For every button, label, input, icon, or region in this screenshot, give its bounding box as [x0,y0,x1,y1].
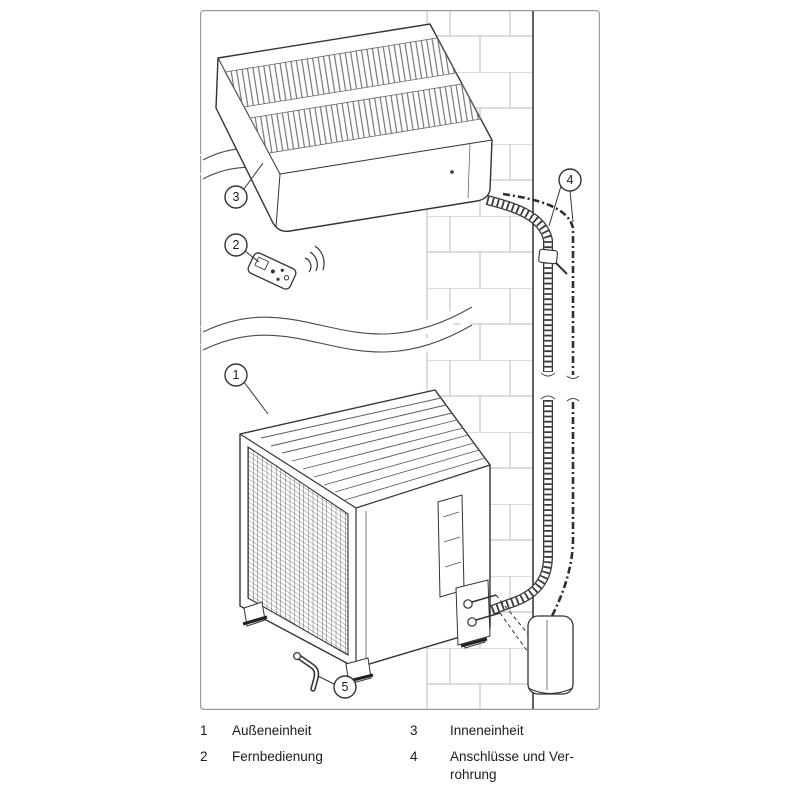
callout-1: 1 [224,363,269,415]
callout-1-number: 1 [233,368,240,382]
legend-item-1-number: 1 [200,723,208,738]
callout-3-marker [224,185,248,209]
legend-item-2-number: 2 [200,749,208,765]
callout-4-marker [558,168,582,192]
service-valves [455,579,529,653]
installation-diagram: 1 2 3 4 5 [200,10,600,710]
connections-piping [487,192,580,617]
callout-5-number: 5 [342,680,349,694]
callout-4: 4 [548,168,582,227]
assembly-dashed-lines [495,594,529,653]
callout-4-number: 4 [567,173,574,187]
callout-2-marker [224,233,248,257]
cable-upper [502,192,575,375]
callout-3-number: 3 [233,190,240,204]
top-slats [260,397,486,501]
legend-item-3-label: Inneneinheit [450,723,524,738]
indoor-vent-band-1 [224,37,457,108]
signal-waves-icon [304,245,325,273]
wall-cover-duct [527,615,574,695]
callout-2-number: 2 [233,238,240,252]
callout-2: 2 [224,233,260,263]
callout-3: 3 [224,162,264,209]
remote-control [247,245,325,290]
legend-item-4-number: 4 [410,749,418,765]
legend-item-4-label: Anschlüsse und Ver- rohrung [450,749,574,782]
side-bracket [437,494,465,598]
hose-clamp [538,248,558,265]
pipe-break-marks [540,372,580,402]
legend-item-2-label: Fernbedienung [232,749,323,765]
callout-5: 5 [317,675,357,699]
legend-item-3-number: 3 [410,723,418,738]
legend: 1 Außeneinheit 3 Inneneinheit 2 Fernbedi… [200,722,600,783]
legend-item-1-label: Außeneinheit [232,723,312,738]
drain-elbow [293,651,320,692]
indoor-unit [215,23,493,233]
callout-1-marker [224,363,248,387]
fan-grille [247,445,349,656]
cable-lower [550,402,575,617]
callout-5-marker [333,675,357,699]
indicator-dot [450,170,454,174]
indoor-vent-band-2 [249,83,482,154]
remote-display [254,256,270,271]
